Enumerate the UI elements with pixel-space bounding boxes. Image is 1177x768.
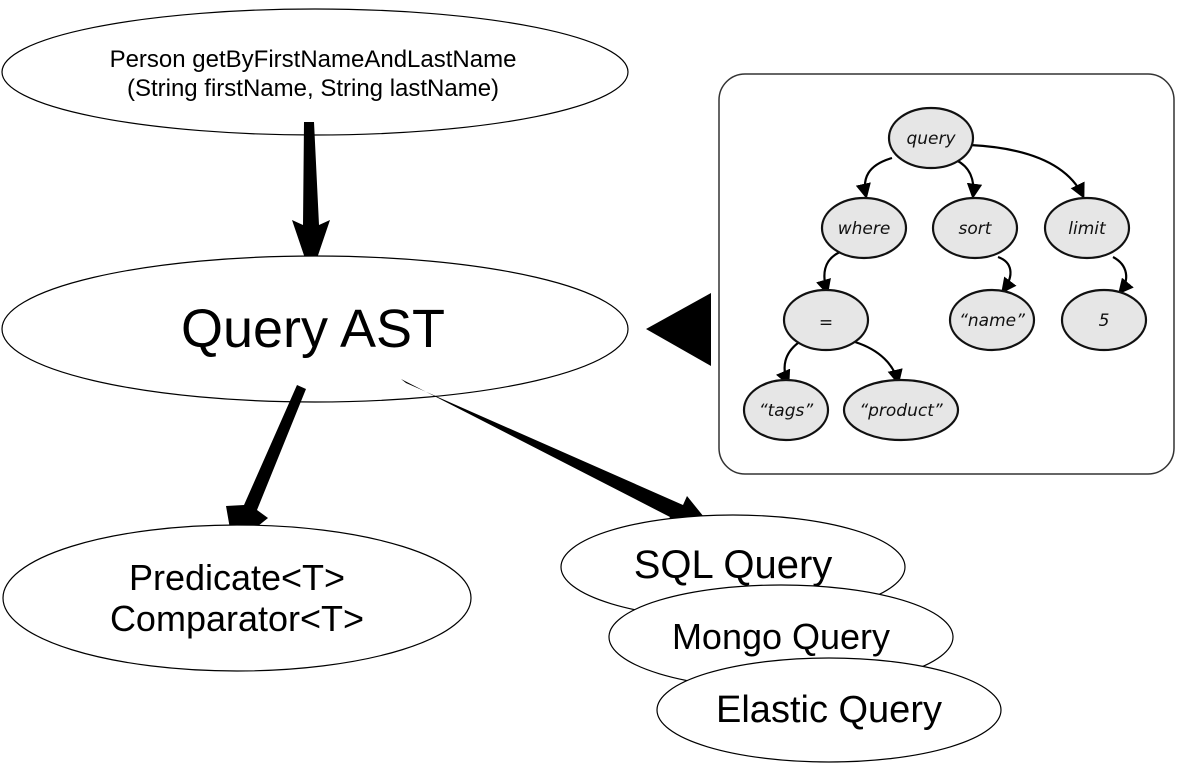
edge-eq-product (854, 340, 903, 385)
ast-node-sort: sort (931, 196, 1019, 260)
arrow-signature-to-ast (292, 122, 330, 276)
ast-node-limit-label: limit (1068, 219, 1107, 239)
in-memory-line1: Predicate<T> (129, 557, 345, 598)
ast-node-eq-label: = (819, 313, 833, 333)
ast-node-sort-label: sort (959, 219, 993, 239)
ast-node-five: 5 (1060, 288, 1148, 352)
method-signature-line1: Person getByFirstNameAndLastName (110, 46, 517, 73)
ast-node-five-label: 5 (1099, 311, 1110, 331)
method-signature-node: Person getByFirstNameAndLastName (String… (1, 8, 629, 136)
ast-node-name-label: “name” (959, 311, 1025, 331)
backend-sql-label: SQL Query (634, 543, 833, 587)
ast-node-eq: = (782, 288, 870, 352)
ast-node-query-label: query (906, 129, 956, 149)
method-signature-line2: (String firstName, String lastName) (127, 75, 499, 102)
edge-query-where (855, 156, 893, 200)
ast-node-where-label: where (838, 219, 891, 239)
ast-node-tags: “tags” (742, 378, 830, 442)
ast-node-where: where (820, 196, 908, 260)
ast-node-product-label: “product” (859, 401, 943, 421)
edge-where-eq (816, 251, 841, 295)
ast-node-limit: limit (1043, 196, 1131, 260)
query-ast-label: Query AST (181, 299, 445, 359)
edge-query-sort (955, 159, 983, 200)
backend-mongo-label: Mongo Query (672, 616, 890, 657)
ast-node-tags-label: “tags” (759, 401, 814, 421)
edge-query-limit (969, 143, 1085, 199)
ast-example-panel: query where sort limit = “name” (718, 73, 1175, 475)
edge-sort-name (997, 255, 1017, 294)
in-memory-line2: Comparator<T> (110, 598, 364, 639)
ast-node-product: “product” (842, 378, 960, 442)
backend-elastic-label: Elastic Query (716, 689, 942, 731)
arrow-example-to-ast (646, 293, 711, 366)
in-memory-node: Predicate<T> Comparator<T> (2, 524, 472, 672)
arrow-ast-to-predicate (226, 385, 306, 546)
ast-node-query: query (887, 106, 975, 170)
ast-example-edges (776, 143, 1134, 386)
ast-node-name: “name” (948, 288, 1036, 352)
backend-elastic-node: Elastic Query (656, 657, 1002, 763)
backend-sql-node: SQL Query (560, 514, 906, 620)
edge-limit-five (1112, 256, 1134, 295)
query-ast-node: Query AST (1, 255, 629, 403)
arrow-ast-to-sql (401, 379, 712, 528)
